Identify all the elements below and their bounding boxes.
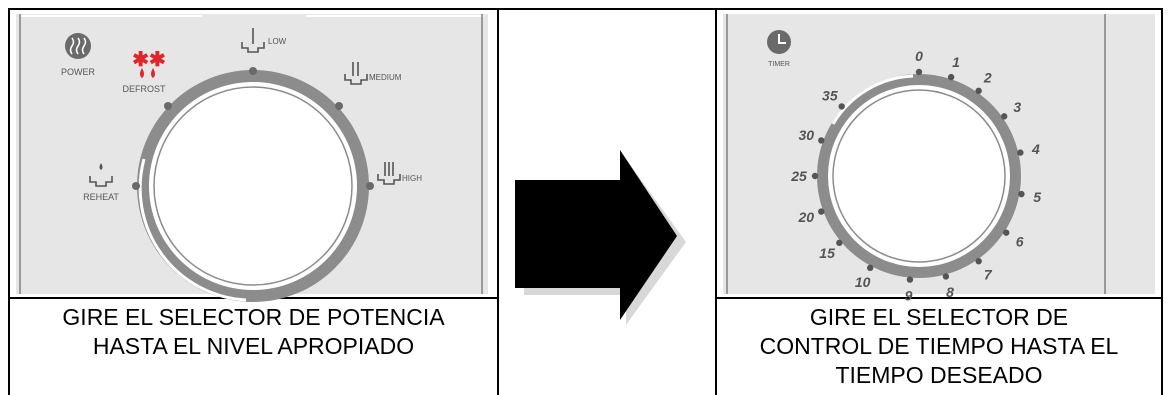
dial-knob: [153, 86, 353, 286]
timer-mark-dot: [866, 264, 874, 272]
high-level-icon: [377, 162, 401, 185]
table-border-right: [1161, 8, 1163, 395]
timer-mark-dot: [818, 208, 825, 215]
defrost-label: DEFROST: [122, 84, 166, 94]
low-dot: [249, 67, 257, 75]
timer-mark-label: 9: [905, 288, 913, 304]
timer-mark-dot: [975, 257, 982, 265]
timer-mark-label: 20: [797, 209, 814, 225]
timer-panel: TIMER 0 1 2 3 4 5 6 7 8 9 10 15 20 25 30 35: [723, 14, 1155, 304]
timer-mark-dot: [1017, 149, 1024, 156]
timer-mark-label: 35: [822, 88, 838, 104]
dial-inner-ring: [149, 82, 357, 290]
timer-mark-dot: [818, 137, 825, 144]
reheat-label: REHEAT: [83, 192, 119, 202]
column-divider-2: [715, 8, 717, 395]
timer-mark-label: 0: [915, 48, 923, 64]
timer-mark-label: 4: [1031, 141, 1040, 157]
timer-caption: GIRE EL SELECTOR DE CONTROL DE TIEMPO HA…: [717, 303, 1161, 390]
timer-mark-label: 15: [819, 245, 835, 261]
high-label: HIGH: [402, 174, 422, 183]
timer-inner-ring: [828, 85, 1010, 267]
reheat-dot: [132, 182, 140, 190]
timer-mark-label: 7: [984, 266, 993, 282]
timer-mark-dot: [975, 87, 982, 95]
reheat-level-icon: [89, 176, 113, 187]
timer-mark-label: 25: [790, 168, 807, 184]
timer-caption-line1: GIRE EL SELECTOR DE: [809, 304, 1069, 330]
timer-mark-label: 2: [983, 70, 992, 86]
timer-caption-line2: CONTROL DE TIEMPO HASTA EL: [759, 333, 1119, 359]
timer-dial-illustration: TIMER 0 1 2 3 4 5 6 7 8 9 10 15 20 25 30 35: [726, 14, 1106, 304]
clock-icon: [767, 30, 791, 54]
timer-mark-dot: [915, 68, 923, 76]
column-divider-1: [497, 8, 499, 395]
power-caption-line1: GIRE EL SELECTOR DE POTENCIA: [62, 304, 445, 330]
timer-label: TIMER: [768, 61, 790, 68]
table-border-left: [8, 8, 10, 395]
timer-mark-dot: [947, 73, 955, 81]
power-caption: GIRE EL SELECTOR DE POTENCIA HASTA EL NI…: [12, 303, 495, 361]
medium-level-icon: [344, 62, 368, 85]
timer-mark-label: 8: [946, 284, 954, 300]
power-selector-panel: POWER ✱✱ DEFROST LOW MEDIUM HIGH: [16, 14, 488, 302]
defrost-dot: [164, 102, 172, 110]
timer-knob: [832, 89, 1006, 263]
timer-mark-dot: [838, 103, 845, 110]
medium-dot: [335, 102, 343, 110]
timer-mark-dot: [836, 239, 843, 247]
svg-text:✱✱: ✱✱: [132, 49, 166, 71]
table-border-top: [8, 8, 1163, 10]
timer-mark-dot: [1018, 190, 1025, 198]
timer-mark-label: 10: [855, 274, 871, 290]
steam-icon: [65, 33, 91, 59]
row-divider-right: [715, 297, 1163, 299]
low-label: LOW: [268, 37, 287, 46]
timer-mark-label: 3: [1013, 99, 1021, 115]
power-caption-line2: HASTA EL NIVEL APROPIADO: [92, 333, 415, 359]
high-dot: [366, 182, 374, 190]
timer-mark-dot: [1000, 113, 1008, 120]
timer-mark-dot: [1003, 229, 1010, 236]
timer-mark-dot: [942, 273, 950, 280]
timer-mark-dot: [906, 276, 914, 283]
timer-mark-label: 1: [952, 54, 960, 70]
power-dial-illustration: POWER ✱✱ DEFROST LOW MEDIUM HIGH: [19, 14, 484, 302]
timer-mark-label: 5: [1033, 189, 1041, 205]
right-arrow-icon: [515, 150, 686, 325]
timer-caption-line3: TIEMPO DESEADO: [835, 362, 1043, 388]
timer-mark-dot: [811, 172, 819, 180]
timer-mark-label: 6: [1016, 233, 1024, 249]
medium-label: MEDIUM: [369, 73, 402, 82]
low-level-icon: [241, 28, 265, 53]
timer-mark-label: 30: [798, 127, 814, 143]
power-label: POWER: [61, 67, 96, 77]
snowflake-drop-icon: ✱✱: [132, 49, 166, 78]
